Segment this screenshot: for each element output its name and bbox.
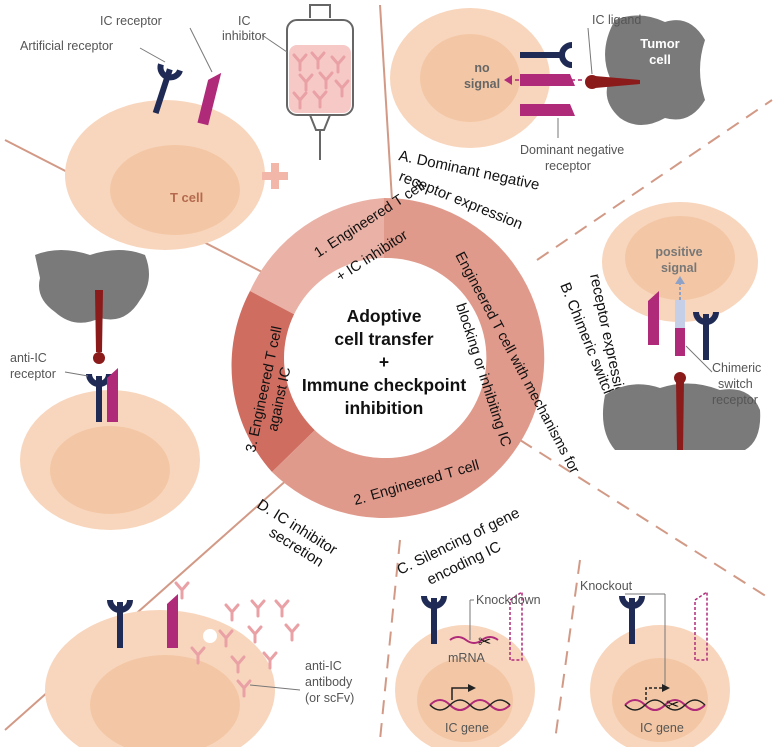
iv-bag-icon (286, 4, 354, 160)
center-line-4: Immune checkpoint (302, 375, 467, 395)
label-positive-signal-2: signal (661, 261, 697, 275)
dominant-negative-receptor-1 (520, 74, 575, 86)
label-dominant-negative-2: receptor (545, 159, 591, 173)
ring-segment-2 (272, 197, 545, 518)
label-mrna: mRNA (448, 651, 485, 665)
panel-dominant-negative: Tumor cell no signal IC ligand Dominant … (390, 8, 705, 173)
label-ic-inhibitor-2: inhibitor (222, 29, 266, 43)
tumor-cell-a (605, 15, 705, 126)
center-line-1: Adoptive (347, 306, 422, 326)
panel-knockout: Knockout ✂ IC gene (580, 579, 730, 747)
label-anti-ic-receptor-1: anti-IC (10, 351, 47, 365)
magenta-receptor-d (167, 594, 178, 648)
ic-ligand (585, 75, 640, 89)
label-anti-ic-antibody-2: antibody (305, 675, 353, 689)
center-title: Adoptive cell transfer + Immune checkpoi… (302, 306, 467, 418)
label-anti-ic-receptor-2: receptor (10, 367, 56, 381)
label-chimeric-1: Chimeric (712, 361, 761, 375)
chimeric-switch-receptor (675, 300, 685, 328)
label-knockdown: Knockdown (476, 593, 541, 607)
label-no-signal-1: no (474, 61, 490, 75)
label-t-cell: T cell (170, 190, 203, 205)
plus-icon (262, 163, 288, 189)
mrna-strand (449, 636, 499, 644)
label-chimeric-3: receptor (712, 393, 758, 407)
label-no-signal-2: signal (464, 77, 500, 91)
central-ring (231, 197, 545, 518)
ring-seg2-number: 2. (352, 490, 368, 508)
panel-ic-inhibitor-secretion: anti-IC antibody (or scFv) (45, 581, 354, 747)
label-knockout: Knockout (580, 579, 633, 593)
label-chimeric-2: switch (718, 377, 753, 391)
label-ic-ligand: IC ligand (592, 13, 641, 27)
dominant-negative-receptor-2 (520, 104, 575, 116)
panel-chimeric-switch: positive signal Chimeric switch receptor (602, 202, 761, 450)
label-positive-signal-1: positive (655, 245, 702, 259)
label-ic-inhibitor-1: IC (238, 14, 251, 28)
center-line-3: + (379, 352, 389, 372)
label-tumor-1: Tumor (640, 36, 679, 51)
navy-receptor-b (696, 312, 716, 360)
knocked-down-receptor (509, 590, 523, 661)
ring-segment-1 (250, 198, 384, 319)
label-ic-gene-1: IC gene (445, 721, 489, 735)
scissors-icon-1: ✂ (478, 634, 491, 651)
label-artificial-receptor: Artificial receptor (20, 39, 113, 53)
center-line-5: inhibition (345, 398, 424, 418)
scissors-icon-2: ✂ (666, 697, 679, 714)
navy-receptor-a (520, 42, 573, 68)
label-ic-gene-2: IC gene (640, 721, 684, 735)
center-line-2: cell transfer (334, 329, 433, 349)
label-anti-ic-antibody-3: (or scFv) (305, 691, 354, 705)
panel-knockdown: ✂ mRNA Knockdown IC gene (395, 590, 541, 747)
tumor-cell-3 (35, 250, 149, 323)
label-dominant-negative-1: Dominant negative (520, 143, 624, 157)
knocked-out-receptor (694, 590, 708, 661)
panel-anti-ic-receptor: anti-IC receptor (10, 250, 200, 530)
panel-ic-inhibitor: IC receptor Artificial receptor T cell I… (20, 4, 354, 250)
label-ic-receptor: IC receptor (100, 14, 162, 28)
label-tumor-2: cell (649, 52, 671, 67)
dna-icon-1 (429, 684, 511, 711)
label-anti-ic-antibody-1: anti-IC (305, 659, 342, 673)
dna-icon-2 (624, 684, 706, 711)
